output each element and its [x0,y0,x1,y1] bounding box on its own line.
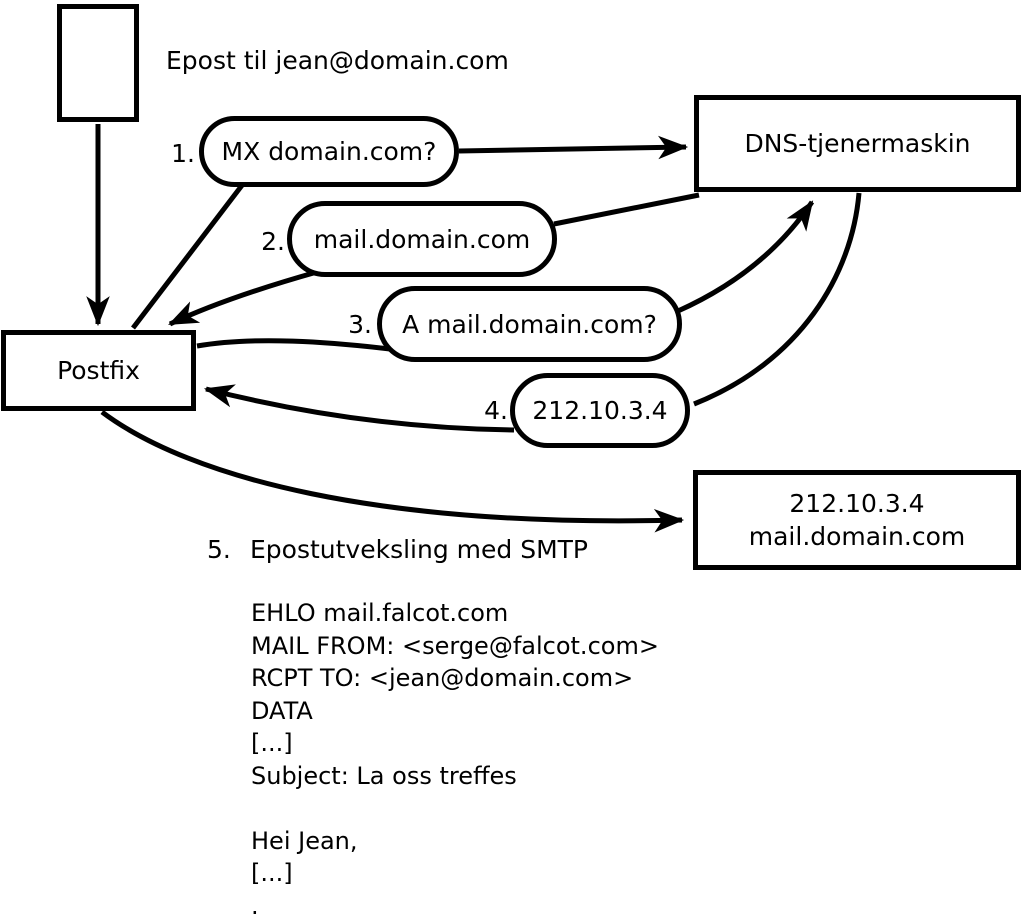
bubble-a-answer: 212.10.3.4 [510,373,690,448]
smtp-line-greeting: Hei Jean, [251,826,358,855]
smtp-line-end-dot: . [251,891,259,919]
arrow-bubble4-to-postfix [203,384,515,433]
line-postfix-to-bubble3 [196,338,391,352]
step-4-number: 4. [484,396,508,425]
bubble-mx-query-label: MX domain.com? [221,137,437,166]
arrow-bubble3-to-dns [676,200,815,314]
smtp-line-ehlo: EHLO mail.falcot.com [251,599,509,627]
step-5-label: Epostutveksling med SMTP [250,535,589,564]
postfix-label: Postfix [57,356,140,385]
diagram-title: Epost til jean@domain.com [166,46,509,75]
bubble-a-query: A mail.domain.com? [377,286,682,362]
step-3-number: 3. [348,310,372,339]
dns-server-label: DNS-tjenermaskin [744,129,971,158]
line-postfix-to-bubble1 [131,182,245,330]
line-dns-to-bubble4 [693,192,862,407]
bubble-mx-answer-label: mail.domain.com [313,224,531,254]
step-5-number: 5. [207,535,231,564]
arrow-postfix-to-mailserver [100,409,685,533]
arrow-bubble2-to-postfix [168,269,318,327]
smtp-line-ellipsis1: [...] [251,729,293,757]
step-1-number: 1. [171,139,195,168]
mail-server-box: 212.10.3.4 mail.domain.com [693,470,1021,570]
smtp-line-subject: Subject: La oss treffes [251,761,517,790]
dns-server-box: DNS-tjenermaskin [694,95,1021,192]
step-2-number: 2. [261,227,285,256]
smtp-line-ellipsis2: [...] [251,859,293,887]
postfix-box: Postfix [1,330,196,411]
bubble-mx-query: MX domain.com? [199,116,459,187]
smtp-line-blank [251,792,659,825]
mail-server-hostname: mail.domain.com [748,522,966,551]
mail-server-ip: 212.10.3.4 [789,489,925,518]
smtp-session-transcript: EHLO mail.falcot.com MAIL FROM: <serge@f… [251,597,659,919]
bubble-a-answer-label: 212.10.3.4 [532,396,668,425]
smtp-line-mail-from: MAIL FROM: <serge@falcot.com> [251,631,659,660]
smtp-line-data: DATA [251,696,313,725]
email-letter-box [57,4,139,122]
smtp-line-rcpt-to: RCPT TO: <jean@domain.com> [251,664,634,692]
bubble-mx-answer: mail.domain.com [287,201,557,277]
line-dns-to-bubble2 [553,192,700,227]
bubble-a-query-label: A mail.domain.com? [402,309,657,339]
arrow-bubble1-to-dns [458,135,689,160]
